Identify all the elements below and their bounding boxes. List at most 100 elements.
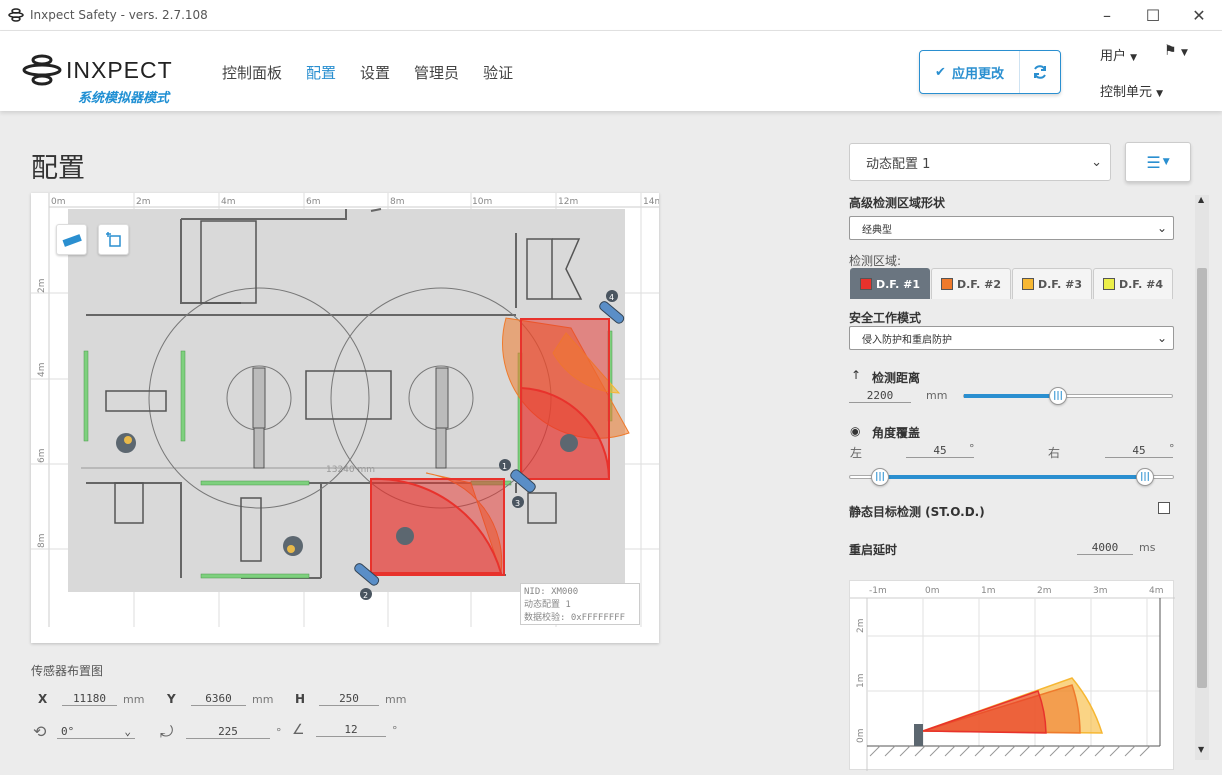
sensor-x-row: X 11180 mm (38, 692, 144, 706)
tilt-input[interactable]: 225 (186, 725, 270, 739)
distance-slider-handle[interactable]: ||| (1049, 387, 1067, 405)
page-title: 配置 (31, 153, 85, 184)
side-y-tick-1m: 1m (856, 674, 866, 689)
tab-df-2[interactable]: D.F. #2 (931, 268, 1011, 299)
scroll-down-icon[interactable]: ▼ (1198, 745, 1205, 754)
h-unit: mm (385, 692, 407, 706)
user-menu[interactable]: 用户 ▼ (1100, 45, 1137, 64)
stod-label: 静态目标检测 (ST.O.D.) (849, 505, 985, 519)
y-input[interactable]: 6360 (191, 692, 246, 706)
x-input[interactable]: 11180 (62, 692, 117, 706)
caret-down-icon: ▼ (1162, 157, 1170, 167)
left-angle-input[interactable]: 45 (906, 444, 974, 458)
configuration-select-value: 动态配置 1 (866, 156, 931, 172)
sensor-1[interactable]: 1 (499, 459, 537, 494)
side-view-panel: -1m 0m 1m 2m 3m 4m 2m 1m 0m (849, 580, 1175, 771)
control-unit-menu[interactable]: 控制单元 ▼ (1100, 81, 1163, 100)
advanced-shape-value: 经典型 (862, 224, 892, 236)
main-nav: 控制面板 配置 设置 管理员 验证 (222, 62, 537, 83)
angle-left-handle[interactable]: ||| (871, 468, 889, 486)
x-unit: mm (123, 692, 145, 706)
distance-slider[interactable]: ||| (963, 387, 1173, 405)
scroll-up-icon[interactable]: ▲ (1198, 195, 1205, 204)
minimize-button[interactable]: – (1103, 6, 1111, 25)
window-title: Inxpect Safety - vers. 2.7.108 (30, 8, 208, 22)
h-label: H (295, 692, 306, 706)
nav-configuration[interactable]: 配置 (306, 64, 337, 82)
language-menu[interactable]: ⚑ ▼ (1164, 43, 1188, 59)
config-list-menu-button[interactable]: ☰▼ (1125, 142, 1191, 182)
user-menu-label: 用户 (1100, 49, 1127, 64)
y-tick-2m: 2m (37, 279, 47, 294)
sensor-3[interactable]: 3 (512, 496, 524, 508)
apply-changes-button[interactable]: ✔ 应用更改 (920, 51, 1020, 93)
add-area-icon (105, 231, 121, 247)
tilt-unit: ° (276, 725, 282, 739)
angle-range-slider[interactable]: ||| ||| (849, 468, 1174, 486)
distance-slider-fill (964, 394, 1058, 398)
close-button[interactable]: ✕ (1192, 6, 1206, 25)
logo: INXPECT 系统模拟器模式 (22, 51, 182, 111)
refresh-button[interactable] (1020, 51, 1060, 93)
restart-delay-unit: ms (1139, 541, 1156, 554)
y-tick-6m: 6m (37, 449, 47, 464)
detection-field-tabs: D.F. #1 D.F. #2 D.F. #3 D.F. #4 (850, 268, 1174, 299)
h-input[interactable]: 250 (319, 692, 379, 706)
rotation-select[interactable]: 0°⌄ (57, 725, 135, 739)
df3-swatch (1021, 278, 1034, 290)
configuration-select[interactable]: 动态配置 1 ⌄ (849, 143, 1111, 181)
config-name-label: 动态配置 1 (524, 600, 571, 610)
x-tick-8m: 8m (390, 197, 405, 207)
checksum-label: 数据校验: 0xFFFFFFFF (524, 613, 626, 623)
x-tick-2m: 2m (136, 197, 151, 207)
sensor-2[interactable]: 2 (353, 562, 380, 600)
eye-icon: ◉ (850, 424, 861, 438)
safety-mode-label: 安全工作模式 (849, 311, 922, 325)
y-tick-8m: 8m (37, 534, 47, 549)
side-y-tick-2m: 2m (856, 619, 866, 634)
simulator-mode-label: 系统模拟器模式 (78, 91, 170, 106)
nav-settings[interactable]: 设置 (360, 64, 391, 82)
tab-df-1[interactable]: D.F. #1 (850, 268, 930, 299)
angle-icon: ∠ (292, 722, 305, 738)
maximize-button[interactable]: ☐ (1145, 6, 1161, 25)
left-degree-unit: ° (969, 442, 975, 455)
sensor-4-fields (502, 317, 630, 480)
side-x-tick-3: 3m (1093, 586, 1108, 596)
right-angle-input[interactable]: 45 (1105, 444, 1173, 458)
restart-delay-input[interactable]: 4000 (1077, 541, 1133, 555)
x-tick-10m: 10m (472, 197, 492, 207)
control-unit-label: 控制单元 (1100, 85, 1153, 100)
layout-map[interactable]: 0m 2m 4m 6m 8m 10m 12m 14m 2m 4m 6m 8m (31, 193, 659, 643)
chevron-down-icon: ⌄ (1091, 154, 1102, 170)
add-area-button[interactable] (98, 224, 129, 255)
nav-validation[interactable]: 验证 (483, 64, 514, 82)
angle-input[interactable]: 12 (316, 723, 386, 737)
stod-checkbox[interactable] (1158, 502, 1170, 514)
side-view-canvas: -1m 0m 1m 2m 3m 4m 2m 1m 0m (850, 586, 1175, 771)
sensor-side-icon (914, 724, 923, 746)
side-x-tick-4: 4m (1149, 586, 1164, 596)
advanced-shape-select[interactable]: 经典型 ⌄ (849, 216, 1174, 240)
ruler-icon (62, 233, 82, 247)
sensor-4[interactable]: 4 (598, 290, 625, 325)
sensor-y-row: Y 6360 mm (167, 692, 273, 706)
right-label: 右 (1048, 446, 1061, 460)
right-degree-unit: ° (1169, 442, 1175, 455)
tab-df-4[interactable]: D.F. #4 (1093, 268, 1173, 299)
scrollbar-thumb[interactable] (1197, 268, 1207, 688)
angle-right-handle[interactable]: ||| (1136, 468, 1154, 486)
map-canvas[interactable]: 0m 2m 4m 6m 8m 10m 12m 14m 2m 4m 6m 8m (31, 193, 659, 643)
sensor-h-row: H 250 mm (295, 692, 406, 706)
measure-tool-button[interactable] (56, 224, 87, 255)
apply-changes-group: ✔ 应用更改 (919, 50, 1061, 94)
safety-mode-select[interactable]: 侵入防护和重启防护 ⌄ (849, 326, 1174, 350)
distance-input[interactable]: 2200 (849, 389, 911, 403)
caret-down-icon: ▼ (1156, 89, 1164, 99)
tab-df-3[interactable]: D.F. #3 (1012, 268, 1092, 299)
right-panel-scrollbar[interactable]: ▲ ▼ (1195, 195, 1209, 760)
nav-admin[interactable]: 管理员 (414, 64, 460, 82)
detection-zone-label: 检测区域: (849, 254, 902, 268)
nav-dashboard[interactable]: 控制面板 (222, 64, 283, 82)
app-header: INXPECT 系统模拟器模式 控制面板 配置 设置 管理员 验证 ✔ 应用更改… (0, 31, 1222, 111)
